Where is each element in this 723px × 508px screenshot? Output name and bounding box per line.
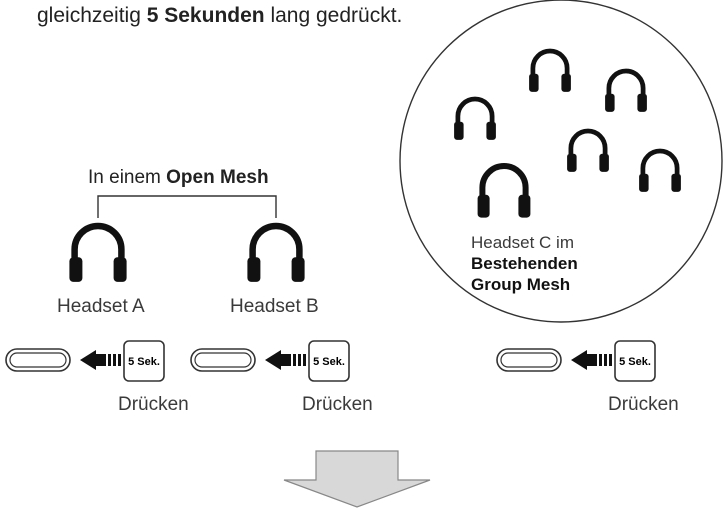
intro-text: gleichzeitig 5 Sekunden lang gedrückt. [37, 4, 403, 27]
press-button-b: 5 Sek. [190, 340, 350, 382]
headset-c-label: Headset C im Bestehenden Group Mesh [471, 232, 578, 295]
press-button-c: 5 Sek. [496, 340, 656, 382]
down-arrow-icon [283, 450, 431, 508]
badge-label: 5 Sek. [128, 356, 160, 368]
headset-c-line1: Headset C im [471, 233, 574, 252]
press-button-a: 5 Sek. [5, 340, 165, 382]
headset-a-icon [69, 226, 126, 282]
open-mesh-label: In einem Open Mesh [88, 167, 269, 188]
headset-b-icon [247, 226, 304, 282]
headset-b-label: Headset B [230, 296, 319, 317]
badge-label: 5 Sek. [313, 356, 345, 368]
headset-a-label: Headset A [57, 296, 145, 317]
headset-c-line3: Group Mesh [471, 275, 571, 294]
press-label-b: Drücken [302, 394, 373, 415]
press-label-a: Drücken [118, 394, 189, 415]
press-label-c: Drücken [608, 394, 679, 415]
open-mesh-bracket [97, 195, 277, 218]
badge-label: 5 Sek. [619, 356, 651, 368]
headset-c-line2: Bestehenden [471, 254, 578, 273]
